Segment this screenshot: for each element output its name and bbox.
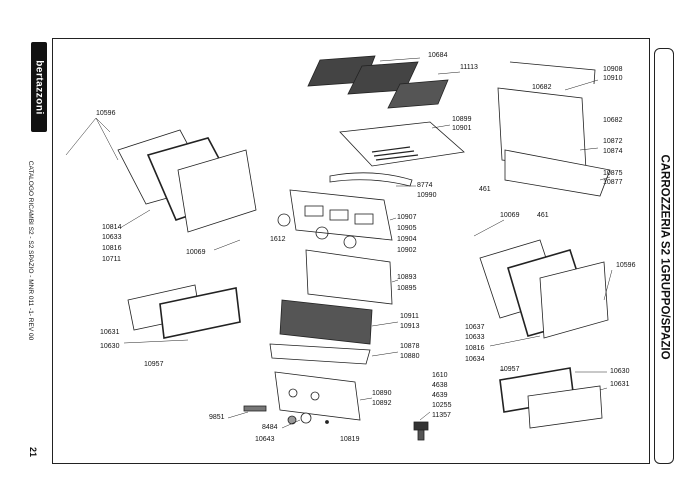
- part-label-10630-left: 10630: [100, 343, 120, 350]
- part-label-10899: 10899: [452, 116, 472, 123]
- part-label-10633-right: 10633: [465, 334, 485, 341]
- part-label-10069-right: 10069: [500, 212, 520, 219]
- backguard-strip: [329, 172, 413, 187]
- part-label-10990: 10990: [417, 192, 437, 199]
- left-door-assembly: [117, 129, 257, 233]
- part-label-10907: 10907: [397, 214, 417, 221]
- part-label-10814: 10814: [102, 224, 122, 231]
- part-label-10711: 10711: [102, 256, 121, 263]
- part-label-8774: 8774: [417, 182, 433, 189]
- part-label-10684: 10684: [428, 52, 448, 59]
- part-label-10902: 10902: [397, 247, 417, 254]
- part-label-10878: 10878: [400, 343, 420, 350]
- drip-tray: [269, 343, 371, 365]
- oven-grid: [279, 299, 373, 345]
- part-label-10901: 10901: [452, 125, 472, 132]
- section-title-tab: CARROZZERIA S2 1GRUPPO/SPAZIO: [654, 48, 674, 464]
- hinge-part: [243, 405, 267, 412]
- part-label-10633-left: 10633: [102, 234, 122, 241]
- part-label-10682-top: 10682: [532, 84, 552, 91]
- kickplate: [274, 371, 361, 421]
- part-label-10874: 10874: [603, 148, 623, 155]
- part-label-10877: 10877: [603, 179, 623, 186]
- part-label-10069-left: 10069: [186, 249, 206, 256]
- part-label-10816-right: 10816: [465, 345, 485, 352]
- right-drawer-panel: [527, 385, 603, 429]
- part-label-10892: 10892: [372, 400, 392, 407]
- part-label-10908: 10908: [603, 66, 623, 73]
- part-label-10957-left: 10957: [144, 361, 164, 368]
- part-label-10631-right: 10631: [610, 381, 630, 388]
- part-label-10255: 10255: [432, 402, 452, 409]
- part-label-10904: 10904: [397, 236, 417, 243]
- part-label-1612: 1612: [270, 236, 286, 243]
- part-label-10596-left: 10596: [96, 110, 116, 117]
- part-label-9851: 9851: [209, 414, 225, 421]
- part-label-11113: 11113: [460, 64, 478, 71]
- handle-bar: [509, 61, 596, 85]
- part-label-10637: 10637: [465, 324, 485, 331]
- part-label-10634: 10634: [465, 356, 485, 363]
- part-label-11357: 11357: [432, 412, 451, 419]
- gasket-ring: [300, 412, 312, 424]
- screw-part: [325, 420, 329, 424]
- brand-logo: bertazzoni: [31, 42, 47, 132]
- part-label-10905: 10905: [397, 225, 417, 232]
- part-label-10643: 10643: [255, 436, 275, 443]
- right-door-assembly: [479, 239, 609, 339]
- part-label-10816-left: 10816: [102, 245, 122, 252]
- part-label-4639: 4639: [432, 392, 448, 399]
- part-label-10872: 10872: [603, 138, 623, 145]
- part-label-461-left: 461: [479, 186, 491, 193]
- right-bottom-shelf: [504, 149, 611, 197]
- part-label-10875: 10875: [603, 170, 623, 177]
- part-label-461-right: 461: [537, 212, 549, 219]
- part-label-10880: 10880: [400, 353, 420, 360]
- part-label-10913: 10913: [400, 323, 420, 330]
- part-label-10819: 10819: [340, 436, 360, 443]
- part-label-4638: 4638: [432, 382, 448, 389]
- part-label-10911: 10911: [400, 313, 419, 320]
- part-label-10910: 10910: [603, 75, 623, 82]
- knob-part: [287, 415, 297, 425]
- part-label-10631-left: 10631: [100, 329, 120, 336]
- part-label-10895: 10895: [397, 285, 417, 292]
- part-label-8484: 8484: [262, 424, 278, 431]
- part-label-10630-right: 10630: [610, 368, 630, 375]
- cooktop-grates: [307, 55, 449, 109]
- part-label-10682-right: 10682: [603, 117, 623, 124]
- rear-panel: [305, 249, 393, 305]
- part-label-10596-right: 10596: [616, 262, 636, 269]
- left-drawer-frame: [159, 287, 241, 339]
- control-panel: [277, 189, 393, 249]
- part-label-10957-right: 10957: [500, 366, 520, 373]
- part-label-10893: 10893: [397, 274, 417, 281]
- adjustable-foot: [413, 421, 429, 441]
- cooktop-plate: [339, 121, 465, 167]
- leader-lines: [65, 57, 613, 429]
- diagram-frame: [52, 38, 650, 464]
- part-label-1610: 1610: [432, 372, 448, 379]
- part-label-10890: 10890: [372, 390, 392, 397]
